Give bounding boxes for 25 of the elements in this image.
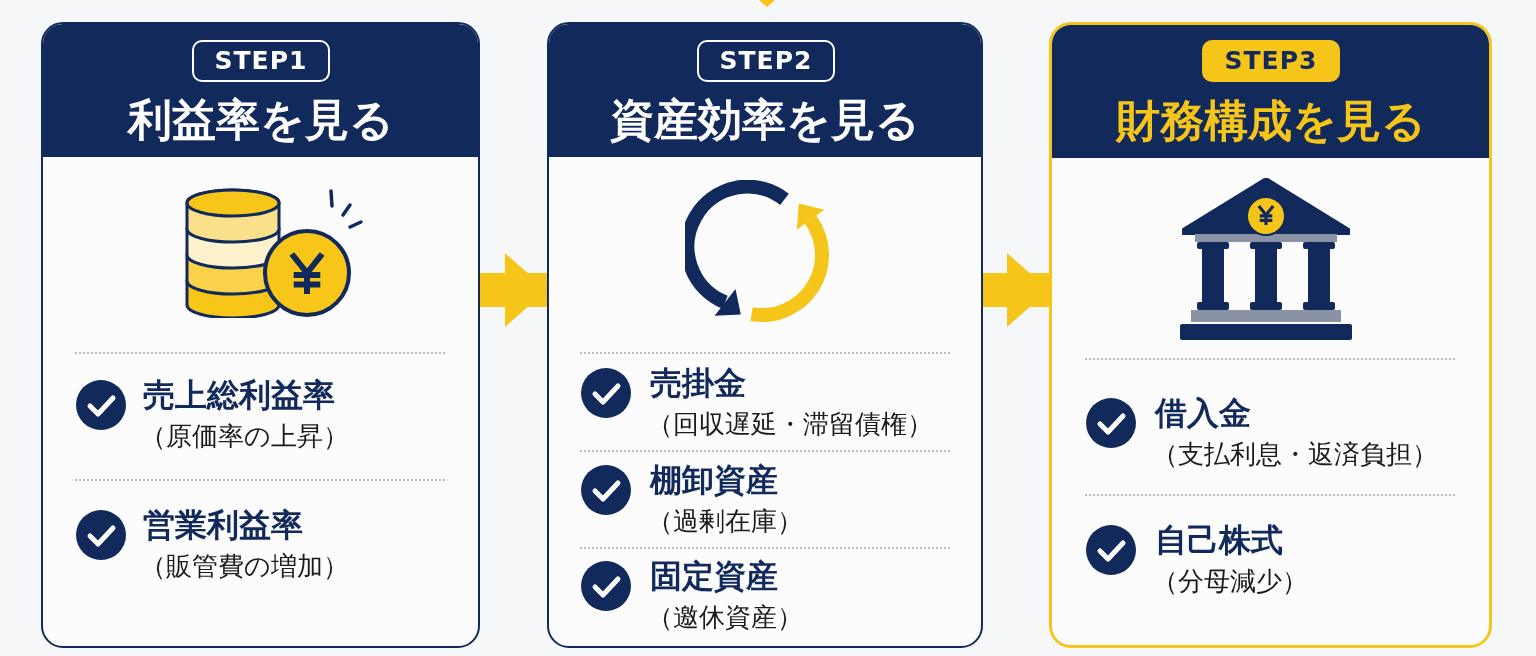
- item-title: 借入金: [1155, 394, 1251, 432]
- item-title: 売掛金: [650, 364, 746, 402]
- step-title: 利益率を見る: [127, 94, 394, 146]
- step-title: 財務構成を見る: [1115, 95, 1426, 147]
- item-note: （回収遅延・滞留債権）: [647, 408, 933, 440]
- item-note: （販管費の増加）: [140, 550, 349, 582]
- arrow: [983, 253, 1049, 327]
- step-badge: STEP3: [1202, 40, 1340, 82]
- item-title: 営業利益率: [143, 506, 303, 544]
- step-card: [547, 22, 983, 648]
- item-note: （邀休資産）: [647, 601, 803, 633]
- item-title: 自己株式: [1155, 521, 1283, 559]
- item-note: （支払利息・返済負担）: [1152, 438, 1438, 470]
- step-badge: STEP1: [192, 40, 330, 82]
- item-title: 固定資産: [650, 557, 778, 595]
- item-note: （原価率の上昇）: [140, 420, 349, 452]
- step-title: 資産効率を見る: [610, 94, 920, 146]
- item-title: 売上総利益率: [143, 376, 335, 414]
- step-badge: STEP2: [697, 40, 835, 82]
- arrow: [480, 253, 547, 327]
- item-note: （過剰在庫）: [647, 505, 803, 537]
- step-card: [41, 22, 480, 648]
- step-card: [1049, 22, 1492, 648]
- item-note: （分母減少）: [1152, 565, 1308, 597]
- item-title: 棚卸資産: [650, 461, 778, 499]
